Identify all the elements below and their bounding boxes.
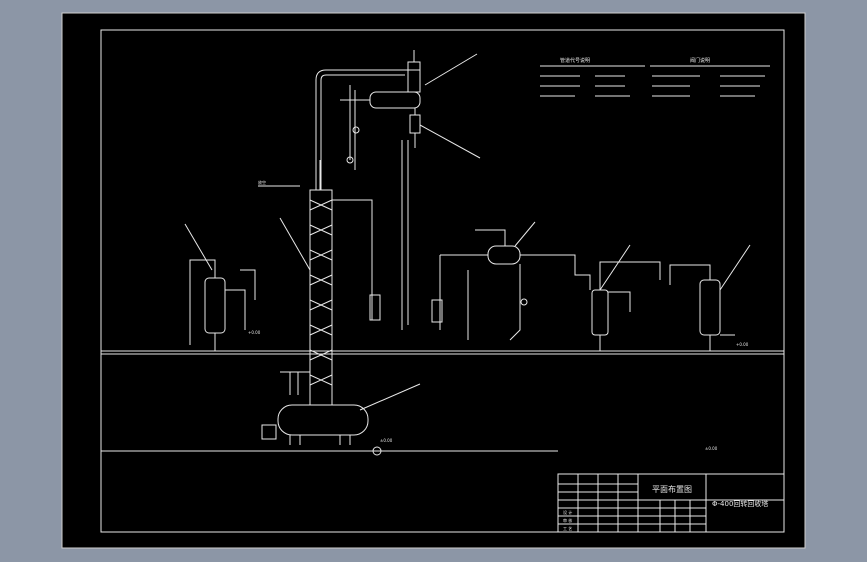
annotations: 放空 +0.00 +0.00 ±0.00 ±0.00 [248, 179, 749, 451]
svg-text:+0.00: +0.00 [736, 342, 749, 347]
svg-text:±0.00: ±0.00 [705, 446, 718, 451]
reflux-line [332, 199, 373, 320]
svg-text:阀门说明: 阀门说明 [690, 57, 710, 64]
middle-exchanger [431, 229, 591, 341]
drawing-border [100, 29, 785, 533]
svg-text:放空: 放空 [258, 179, 266, 185]
svg-text:+0.00: +0.00 [248, 330, 261, 335]
title-block: 平面布置图 Φ-400回转回收塔 设 计 审 核 工 艺 [557, 473, 785, 533]
svg-text:±0.00: ±0.00 [380, 438, 393, 443]
bottom-reboiler [261, 371, 382, 456]
leader-lines [184, 53, 751, 411]
legend-left: 管道代号说明 [540, 57, 645, 97]
top-condenser [340, 50, 421, 330]
left-receiver [189, 259, 256, 351]
drawing-number: Φ-400回转回收塔 [712, 499, 768, 508]
legend-right: 阀门说明 [650, 57, 770, 97]
drawing-sheet [61, 12, 806, 549]
sign-row-1: 设 计 [563, 509, 572, 515]
right-tank-2 [669, 264, 735, 351]
sign-row-3: 工 艺 [563, 526, 572, 531]
sign-row-2: 审 核 [563, 517, 572, 523]
drawing-title: 平面布置图 [652, 484, 692, 494]
pump-a [369, 294, 381, 321]
svg-text:管道代号说明: 管道代号说明 [560, 57, 590, 64]
